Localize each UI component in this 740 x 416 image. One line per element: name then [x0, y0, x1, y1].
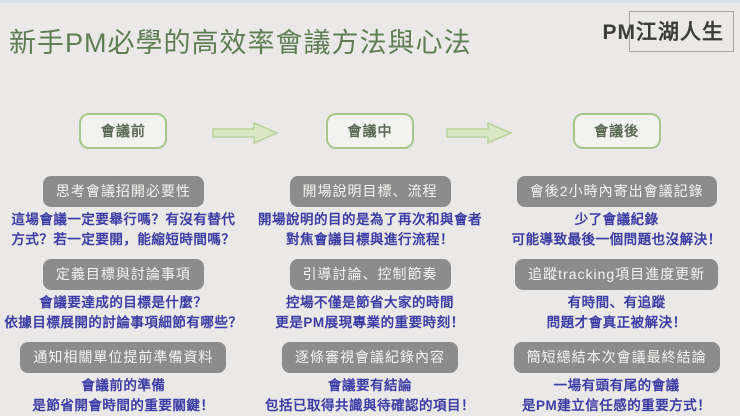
- step-header: 會後2小時內寄出會議記錄: [516, 176, 717, 207]
- note-line: 可能導致最後一個問題也沒解決！: [511, 232, 722, 247]
- stage-before-meeting: 會議前: [79, 113, 168, 149]
- step-note: 會議前的準備 是節省開會時間的重要關鍵！: [2, 376, 245, 416]
- column-during-meeting: 開場說明目標、流程 開場說明的目的是為了再次和與會者 對焦會議目標與進行流程！ …: [247, 176, 494, 416]
- note-line: 會議要有結論: [328, 378, 412, 393]
- note-line: 更是PM展現專業的重要時刻！: [275, 315, 465, 330]
- step-note: 一場有頭有尾的會議 是PM建立信任感的重要方式！: [495, 376, 738, 416]
- logo-frame: [628, 11, 734, 52]
- note-line: 開場說明的目的是為了再次和與會者: [258, 212, 482, 227]
- content-columns: 思考會議招開必要性 這場會議一定要舉行嗎？有沒有替代 方式？若一定要開，能縮短時…: [0, 176, 740, 416]
- step-header: 追蹤tracking項目進度更新: [515, 259, 719, 290]
- stage-after-meeting: 會議後: [572, 113, 661, 149]
- note-line: 會議前的準備: [81, 378, 166, 393]
- note-line: 是節省開會時間的重要關鍵！: [32, 398, 215, 413]
- step-header: 通知相關單位提前準備資料: [20, 342, 227, 373]
- step-note: 有時間、有追蹤 問題才會真正被解決！: [495, 293, 738, 342]
- note-line: 對焦會議目標與進行流程！: [286, 232, 454, 247]
- logo-text: PM江湖人生: [602, 21, 724, 44]
- note-line: 是PM建立信任感的重要方式！: [522, 398, 712, 413]
- step-header: 開場說明目標、流程: [289, 176, 451, 207]
- stage-row: 會議前 會議中 會議後: [0, 113, 740, 149]
- step-note: 控場不僅是節省大家的時間 更是PM展現專業的重要時刻！: [249, 293, 492, 342]
- step-note: 開場說明的目的是為了再次和與會者 對焦會議目標與進行流程！: [249, 210, 492, 259]
- step-header: 逐條審視會議紀錄內容: [282, 342, 458, 373]
- stage-during-meeting: 會議中: [326, 113, 414, 149]
- right-arrow-icon: [212, 121, 279, 145]
- note-line: 包括已取得共識與待確認的項目！: [265, 398, 475, 413]
- step-note: 會議要達成的目標是什麼？ 依據目標展開的討論事項細節有哪些？: [2, 293, 245, 342]
- step-header: 引導討論、控制節奏: [289, 259, 451, 290]
- note-line: 控場不僅是節省大家的時間: [286, 295, 454, 310]
- step-note: 少了會議紀錄 可能導致最後一個問題也沒解決！: [495, 210, 738, 259]
- step-note: 會議要有結論 包括已取得共識與待確認的項目！: [249, 376, 492, 416]
- brand-logo: PM江湖人生: [597, 11, 734, 52]
- note-line: 少了會議紀錄: [574, 212, 659, 227]
- step-header: 簡短總結本次會議最終結論: [513, 342, 720, 373]
- note-line: 方式？若一定要開，能縮短時間嗎？: [11, 232, 236, 247]
- step-note: 這場會議一定要舉行嗎？有沒有替代 方式？若一定要開，能縮短時間嗎？: [2, 210, 245, 259]
- note-line: 會議要達成的目標是什麼？: [39, 295, 208, 310]
- page-title: 新手PM必學的高效率會議方法與心法: [9, 28, 472, 58]
- column-before-meeting: 思考會議招開必要性 這場會議一定要舉行嗎？有沒有替代 方式？若一定要開，能縮短時…: [0, 176, 247, 416]
- note-line: 問題才會真正被解決！: [546, 315, 687, 330]
- note-line: 這場會議一定要舉行嗎？有沒有替代: [11, 212, 236, 227]
- step-header: 思考會議招開必要性: [42, 176, 204, 207]
- column-after-meeting: 會後2小時內寄出會議記錄 少了會議紀錄 可能導致最後一個問題也沒解決！ 追蹤tr…: [493, 176, 740, 416]
- note-line: 有時間、有追蹤: [567, 295, 666, 310]
- right-arrow-icon: [446, 121, 513, 145]
- note-line: 一場有頭有尾的會議: [553, 378, 680, 393]
- note-line: 依據目標展開的討論事項細節有哪些？: [4, 315, 243, 330]
- step-header: 定義目標與討論事項: [42, 259, 204, 290]
